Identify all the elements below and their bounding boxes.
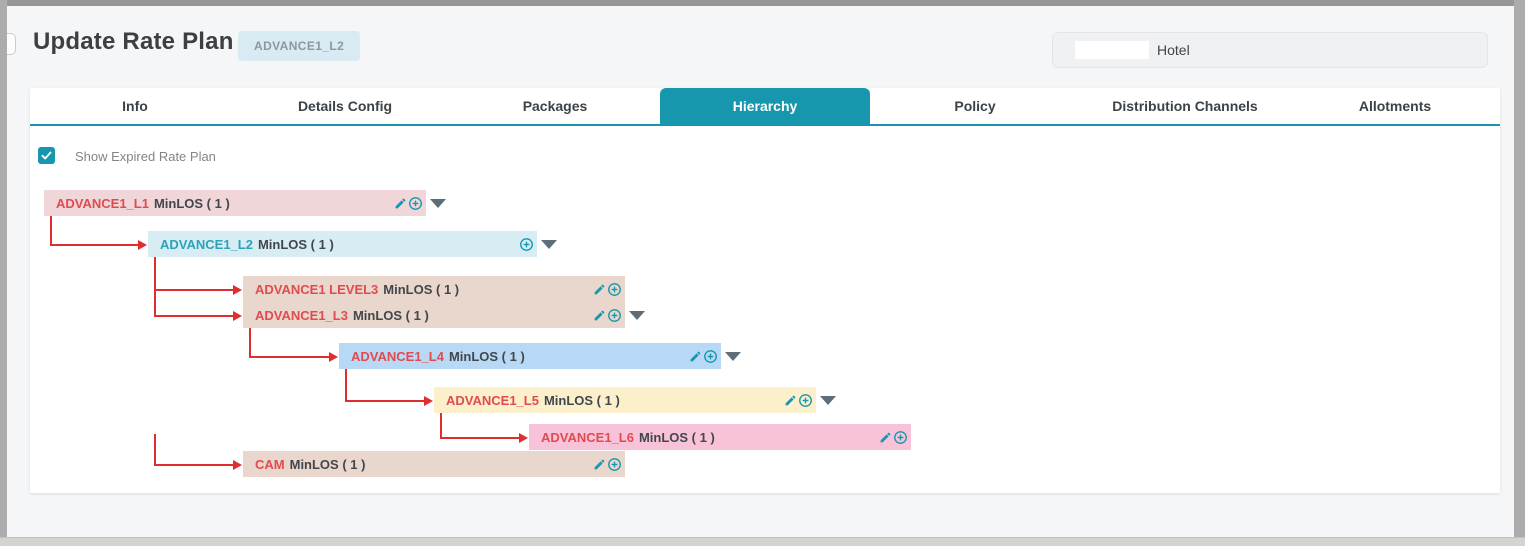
tree-connector-arrow — [329, 352, 338, 362]
tree-connector-horizontal — [154, 315, 233, 317]
expand-caret-icon[interactable] — [629, 311, 645, 320]
tree-connector-arrow — [233, 311, 242, 321]
edit-icon[interactable] — [394, 197, 407, 210]
edit-icon[interactable] — [593, 309, 606, 322]
rate-plan-name: ADVANCE1_L1 — [56, 195, 149, 211]
add-circle-icon[interactable] — [607, 308, 622, 323]
edit-icon[interactable] — [784, 394, 797, 407]
node-actions — [879, 424, 908, 450]
rate-plan-minlos: MinLOS ( 1 ) — [289, 456, 366, 472]
hotel-name-redacted — [1075, 41, 1149, 59]
edit-icon[interactable] — [593, 283, 606, 296]
tree-connector-horizontal — [249, 356, 329, 358]
edit-icon[interactable] — [879, 431, 892, 444]
tree-connector-arrow — [519, 433, 528, 443]
add-circle-icon[interactable] — [607, 282, 622, 297]
rate-plan-minlos: MinLOS ( 1 ) — [383, 281, 460, 297]
rate-plan-name: ADVANCE1_L3 — [255, 307, 348, 323]
expand-caret-icon[interactable] — [541, 240, 557, 249]
add-circle-icon[interactable] — [408, 196, 423, 211]
window-frame-top — [0, 0, 1525, 6]
show-expired-label: Show Expired Rate Plan — [75, 149, 216, 164]
add-circle-icon[interactable] — [519, 237, 534, 252]
rate-plan-name: ADVANCE1_L6 — [541, 429, 634, 445]
rate-plan-name: CAM — [255, 456, 285, 472]
tree-connector-vertical — [249, 328, 251, 358]
tree-connector-horizontal — [154, 289, 233, 291]
add-circle-icon[interactable] — [893, 430, 908, 445]
tree-connector-vertical — [154, 257, 156, 317]
tree-connector-vertical — [154, 434, 156, 466]
node-actions — [394, 190, 423, 216]
rate-plan-name: ADVANCE1 LEVEL3 — [255, 281, 379, 297]
tab-info[interactable]: Info — [122, 98, 148, 114]
node-actions — [593, 451, 622, 477]
tree-connector-horizontal — [345, 400, 424, 402]
window-frame-left — [0, 0, 7, 546]
window-frame-bottom — [0, 537, 1525, 546]
tree-connector-vertical — [50, 216, 52, 246]
check-icon — [41, 151, 52, 160]
tree-connector-vertical — [345, 369, 347, 402]
rate-plan-minlos: MinLOS ( 1 ) — [153, 195, 230, 211]
tab-distribution-channels[interactable]: Distribution Channels — [1112, 98, 1258, 114]
expand-caret-icon[interactable] — [430, 199, 446, 208]
node-actions — [593, 276, 622, 302]
tree-connector-arrow — [138, 240, 147, 250]
edit-icon[interactable] — [689, 350, 702, 363]
rate-plan-name: ADVANCE1_L5 — [446, 392, 539, 408]
window-frame-right — [1514, 0, 1525, 546]
tab-policy[interactable]: Policy — [954, 98, 996, 114]
expand-caret-icon[interactable] — [725, 352, 741, 361]
rate-plan-name: ADVANCE1_L2 — [160, 236, 253, 252]
rate-plan-minlos: MinLOS ( 1 ) — [543, 392, 620, 408]
node-actions — [593, 302, 622, 328]
node-actions — [689, 343, 718, 369]
show-expired-checkbox[interactable] — [38, 147, 55, 164]
tree-connector-arrow — [424, 396, 433, 406]
rate-plan-name: ADVANCE1_L4 — [351, 348, 444, 364]
expand-caret-icon[interactable] — [820, 396, 836, 405]
tree-connector-horizontal — [50, 244, 138, 246]
edit-icon[interactable] — [593, 458, 606, 471]
rate-plan-minlos: MinLOS ( 1 ) — [448, 348, 525, 364]
tab-allotments[interactable]: Allotments — [1358, 98, 1432, 114]
tree-connector-horizontal — [440, 437, 519, 439]
page-title: Update Rate Plan — [33, 28, 234, 55]
rate-plan-card: Info Details Config Packages Hierarchy Polic… — [30, 88, 1500, 493]
tab-bar: Info Details Config Packages Hierarchy Polic… — [30, 88, 1500, 126]
hotel-selector[interactable]: Hotel — [1052, 32, 1488, 68]
side-panel-handle[interactable] — [7, 33, 16, 55]
node-actions — [784, 387, 813, 413]
hotel-label: Hotel — [1157, 42, 1190, 58]
rate-plan-badge: ADVANCE1_L2 — [238, 31, 361, 61]
tab-packages[interactable]: Packages — [522, 98, 588, 114]
add-circle-icon[interactable] — [798, 393, 813, 408]
rate-plan-minlos: MinLOS ( 1 ) — [638, 429, 715, 445]
add-circle-icon[interactable] — [703, 349, 718, 364]
tree-connector-horizontal — [154, 464, 233, 466]
tree-connector-vertical — [440, 413, 442, 439]
tab-details-config[interactable]: Details Config — [297, 98, 393, 114]
add-circle-icon[interactable] — [607, 457, 622, 472]
tab-hierarchy[interactable]: Hierarchy — [660, 88, 870, 124]
tree-connector-arrow — [233, 285, 242, 295]
rate-plan-minlos: MinLOS ( 1 ) — [257, 236, 334, 252]
rate-plan-minlos: MinLOS ( 1 ) — [352, 307, 429, 323]
tree-connector-arrow — [233, 460, 242, 470]
node-actions — [519, 231, 534, 257]
